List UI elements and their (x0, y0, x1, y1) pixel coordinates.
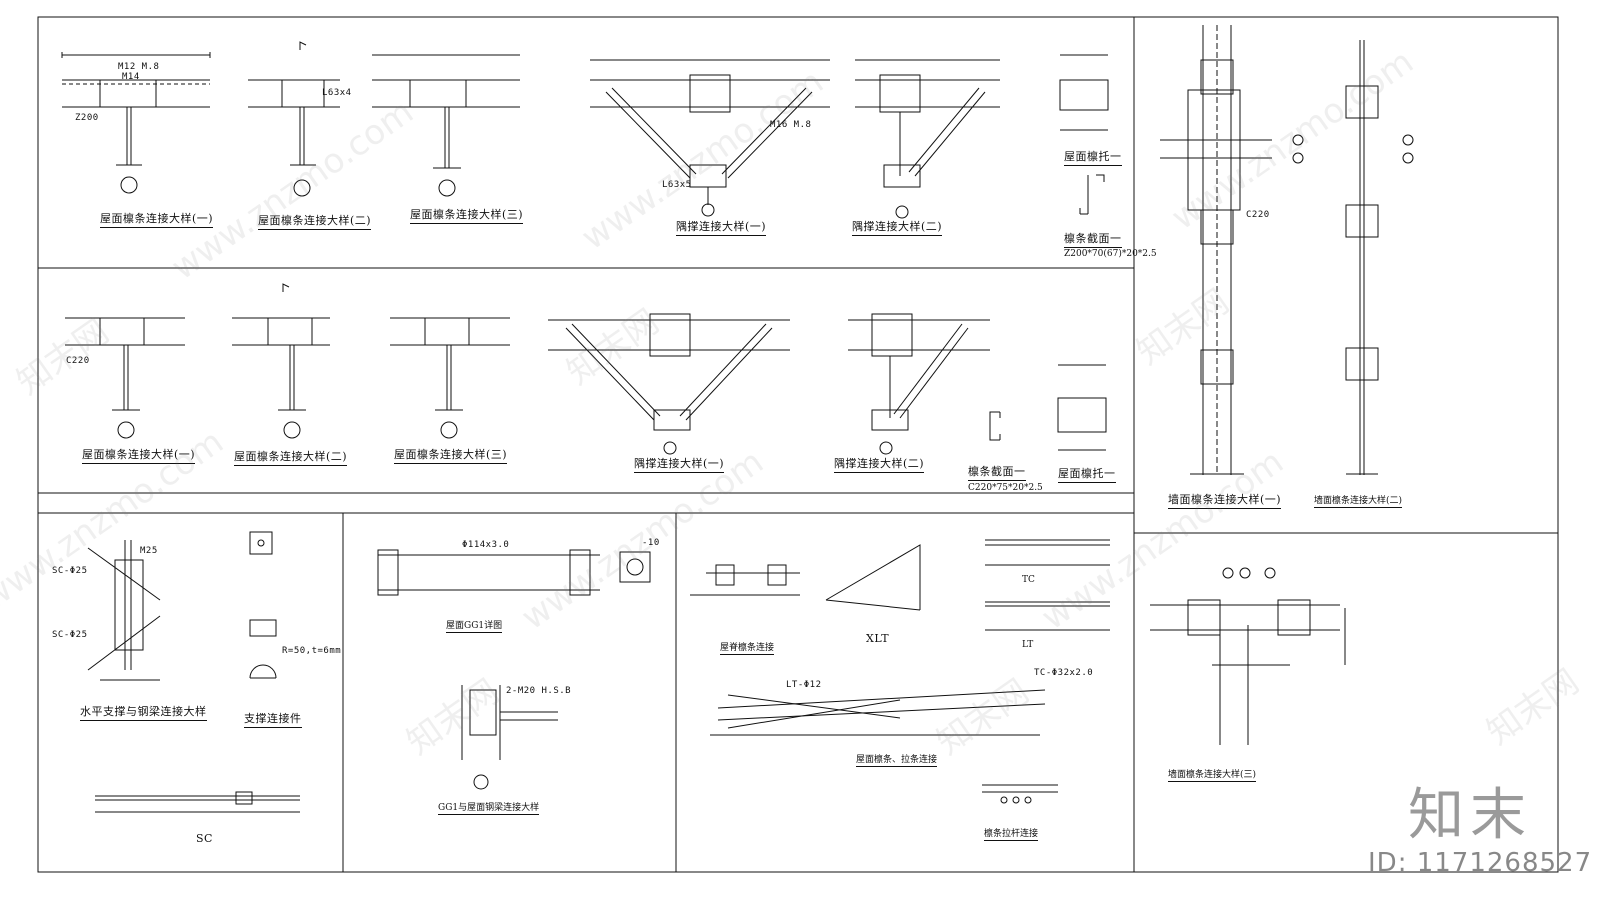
detail-ridge-purlin (690, 564, 800, 596)
brand-logo: 知末 (1408, 783, 1532, 848)
drawing-border (37, 16, 1559, 873)
annotation-bolt-2: M16 M.8 (770, 120, 812, 130)
title-roof-purlin-1: 屋面檩条连接大样(一) (100, 210, 214, 228)
annotation-purlin-z: Z200 (75, 113, 99, 123)
title-roof-purlin-5: 屋面檩条连接大样(二) (234, 448, 348, 466)
label-tc: TC (1022, 575, 1035, 585)
annotation-angle-2: L63x5 (662, 180, 692, 190)
title-purlin-rod: 檩条拉杆连接 (984, 826, 1039, 841)
annotation-hsb: 2-M20 H.S.B (506, 686, 572, 696)
label-lt: LT (1022, 640, 1034, 650)
title-purlin-section-1: 檩条截面一 (1064, 230, 1122, 248)
annotation-rod-2: SC-Φ25 (52, 630, 88, 640)
detail-purlin-3 (372, 54, 520, 197)
detail-purlin-5 (232, 283, 330, 439)
detail-purlin-2 (248, 41, 340, 197)
annotation-bolt-3: M25 (140, 546, 158, 556)
annotation-purlin-c: C220 (66, 356, 90, 366)
detail-knee-brace-2 (855, 59, 1000, 219)
title-sc: SC (196, 832, 213, 845)
detail-purlin-tie (710, 689, 1046, 736)
detail-xlt (825, 544, 921, 611)
title-ridge-purlin: 屋脊檩条连接 (720, 640, 775, 655)
detail-purlin-4 (65, 317, 185, 439)
purlin-section-z (1079, 174, 1105, 215)
detail-knee-brace-4 (848, 313, 990, 455)
detail-horizontal-brace (87, 540, 161, 681)
annotation-purlin-c2: C220 (1246, 210, 1270, 220)
annotation-radius: R=50,t=6mm (282, 646, 342, 656)
detail-purlin-rod (982, 784, 1058, 804)
subtitle-purlin-section-2: C220*75*20*2.5 (968, 483, 1043, 493)
title-knee-brace-4: 隅撑连接大样(二) (834, 455, 925, 473)
title-gg1-beam: GG1与屋面钢梁连接大样 (438, 800, 540, 815)
detail-sc-rod (95, 791, 300, 813)
title-roof-purlin-6: 屋面檩条连接大样(三) (394, 446, 508, 464)
title-gg1: 屋面GG1详图 (446, 618, 503, 633)
detail-purlin-1 (61, 52, 211, 194)
title-purlin-bracket-1: 屋面檩托一 (1064, 148, 1122, 166)
detail-knee-brace-1 (590, 59, 830, 217)
annotation-angle-1: L63x4 (322, 88, 352, 98)
annotation-bolt-1: M12 M.8 (118, 62, 160, 72)
title-roof-purlin-4: 屋面檩条连接大样(一) (82, 446, 196, 464)
title-knee-brace-1: 隅撑连接大样(一) (676, 218, 767, 236)
detail-purlin-bracket-1 (1059, 54, 1109, 131)
detail-gg1 (377, 549, 651, 596)
title-knee-brace-2: 隅撑连接大样(二) (852, 218, 943, 236)
detail-brace-connector (249, 531, 277, 679)
detail-knee-brace-3 (548, 313, 790, 455)
annotation-rod-1: SC-Φ25 (52, 566, 88, 576)
annotation-strut: TC-Φ32x2.0 (1034, 668, 1094, 678)
title-wall-purlin-2: 墙面檩条连接大样(二) (1314, 493, 1403, 508)
image-id-label: ID: 1171268527 (1368, 848, 1593, 878)
annotation-pipe: Φ114x3.0 (462, 540, 510, 550)
detail-wall-purlin-3 (1150, 567, 1346, 745)
detail-purlin-6 (390, 317, 510, 439)
title-knee-brace-3: 隅撑连接大样(一) (634, 455, 725, 473)
title-wall-purlin-3: 墙面檩条连接大样(三) (1168, 767, 1257, 782)
title-brace-connector: 支撑连接件 (244, 710, 302, 728)
title-xlt: XLT (866, 632, 890, 645)
detail-gg1-beam (461, 685, 558, 790)
annotation-tie-rod: LT-Φ12 (786, 680, 822, 690)
title-purlin-section-2: 檩条截面一 (968, 463, 1026, 481)
detail-wall-purlin-2 (1345, 40, 1414, 475)
detail-purlin-bracket-2 (1057, 364, 1107, 451)
subtitle-purlin-section-1: Z200*70(67)*20*2.5 (1064, 249, 1157, 259)
title-purlin-bracket-2: 屋面檩托一 (1058, 465, 1116, 483)
title-roof-purlin-2: 屋面檩条连接大样(二) (258, 212, 372, 230)
title-wall-purlin-1: 墙面檩条连接大样(一) (1168, 491, 1282, 509)
annotation-hole-1: M14 (122, 72, 140, 82)
title-purlin-tie: 屋面檩条、拉条连接 (856, 752, 938, 767)
annotation-plate: -10 (642, 538, 660, 548)
title-roof-purlin-3: 屋面檩条连接大样(三) (410, 206, 524, 224)
detail-tc (985, 539, 1110, 631)
detail-wall-purlin-1 (1160, 25, 1304, 475)
title-horizontal-brace: 水平支撑与钢梁连接大样 (80, 703, 207, 721)
purlin-section-c (989, 411, 1001, 441)
